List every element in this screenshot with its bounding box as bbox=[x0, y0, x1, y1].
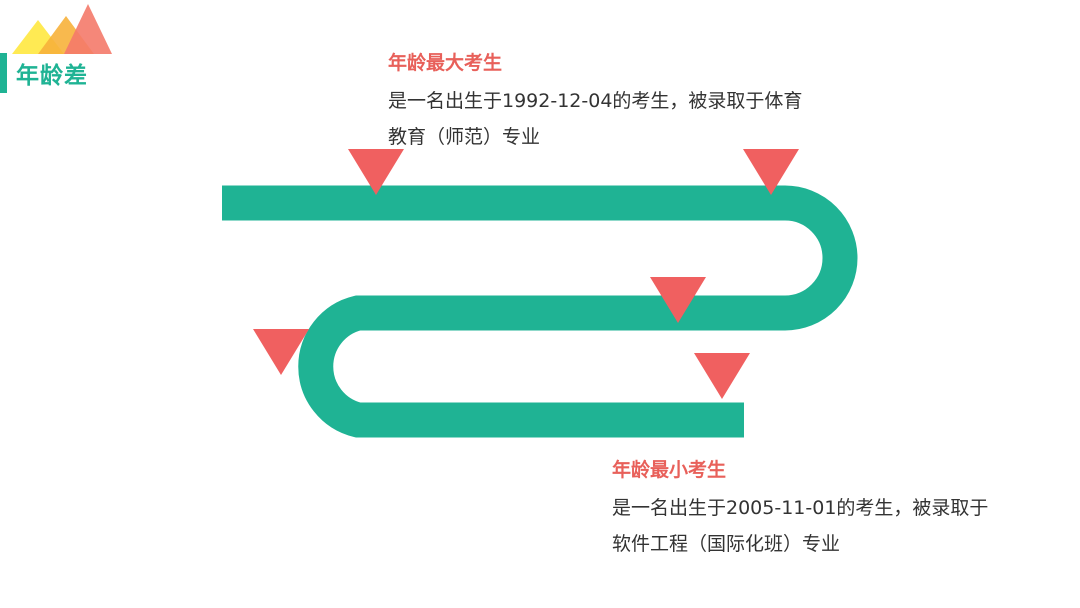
youngest-student-note: 年龄最小考生 是一名出生于2005-11-01的考生，被录取于软件工程（国际化班… bbox=[612, 455, 997, 562]
oldest-student-heading: 年龄最大考生 bbox=[388, 52, 503, 74]
youngest-student-heading: 年龄最小考生 bbox=[612, 459, 727, 481]
youngest-student-description: 是一名出生于2005-11-01的考生，被录取于软件工程（国际化班）专业 bbox=[612, 497, 989, 555]
salmon-triangle bbox=[64, 4, 112, 54]
marker-triangle-3 bbox=[650, 277, 706, 323]
marker-triangle-1 bbox=[348, 149, 404, 195]
mountains-logo-icon bbox=[12, 4, 112, 54]
marker-triangle-4 bbox=[253, 329, 309, 375]
marker-triangle-5 bbox=[694, 353, 750, 399]
winding-road bbox=[222, 185, 858, 438]
title-accent-bar bbox=[0, 53, 7, 93]
marker-triangle-2 bbox=[743, 149, 799, 195]
oldest-student-description: 是一名出生于1992-12-04的考生，被录取于体育教育（师范）专业 bbox=[388, 90, 803, 148]
oldest-student-note: 年龄最大考生 是一名出生于1992-12-04的考生，被录取于体育教育（师范）专… bbox=[388, 48, 818, 155]
page-title: 年龄差 bbox=[16, 63, 88, 89]
